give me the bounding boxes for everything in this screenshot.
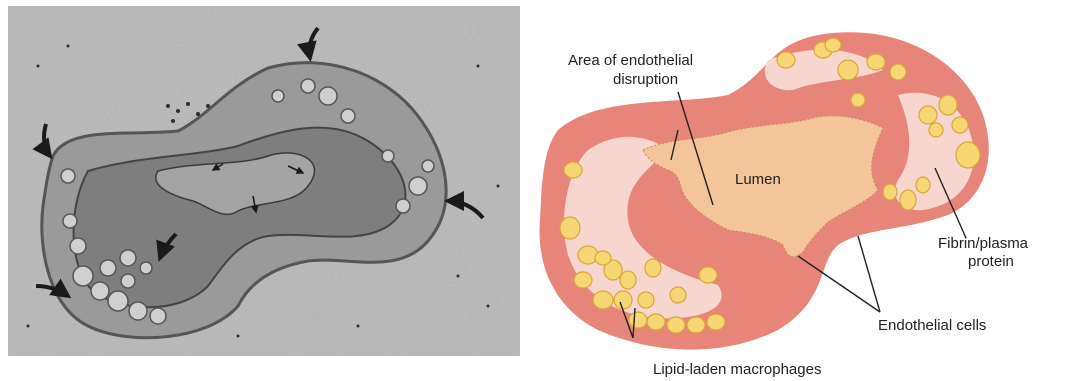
label-lumen: Lumen <box>735 171 781 188</box>
label-endothelial-cells: Endothelial cells <box>878 317 986 334</box>
label-fibrin-line1: Fibrin/plasma <box>938 235 1029 252</box>
label-endothelial-disruption-line2: disruption <box>613 71 678 88</box>
histology-micrograph <box>8 6 520 356</box>
label-fibrin-line2: protein <box>968 253 1014 270</box>
label-lipid-laden-macrophages: Lipid-laden macrophages <box>653 361 821 378</box>
label-endothelial-disruption-line1: Area of endothelial <box>568 52 693 69</box>
atheroma-illustration: Area of endothelial disruption Lumen Fib… <box>528 0 1067 381</box>
